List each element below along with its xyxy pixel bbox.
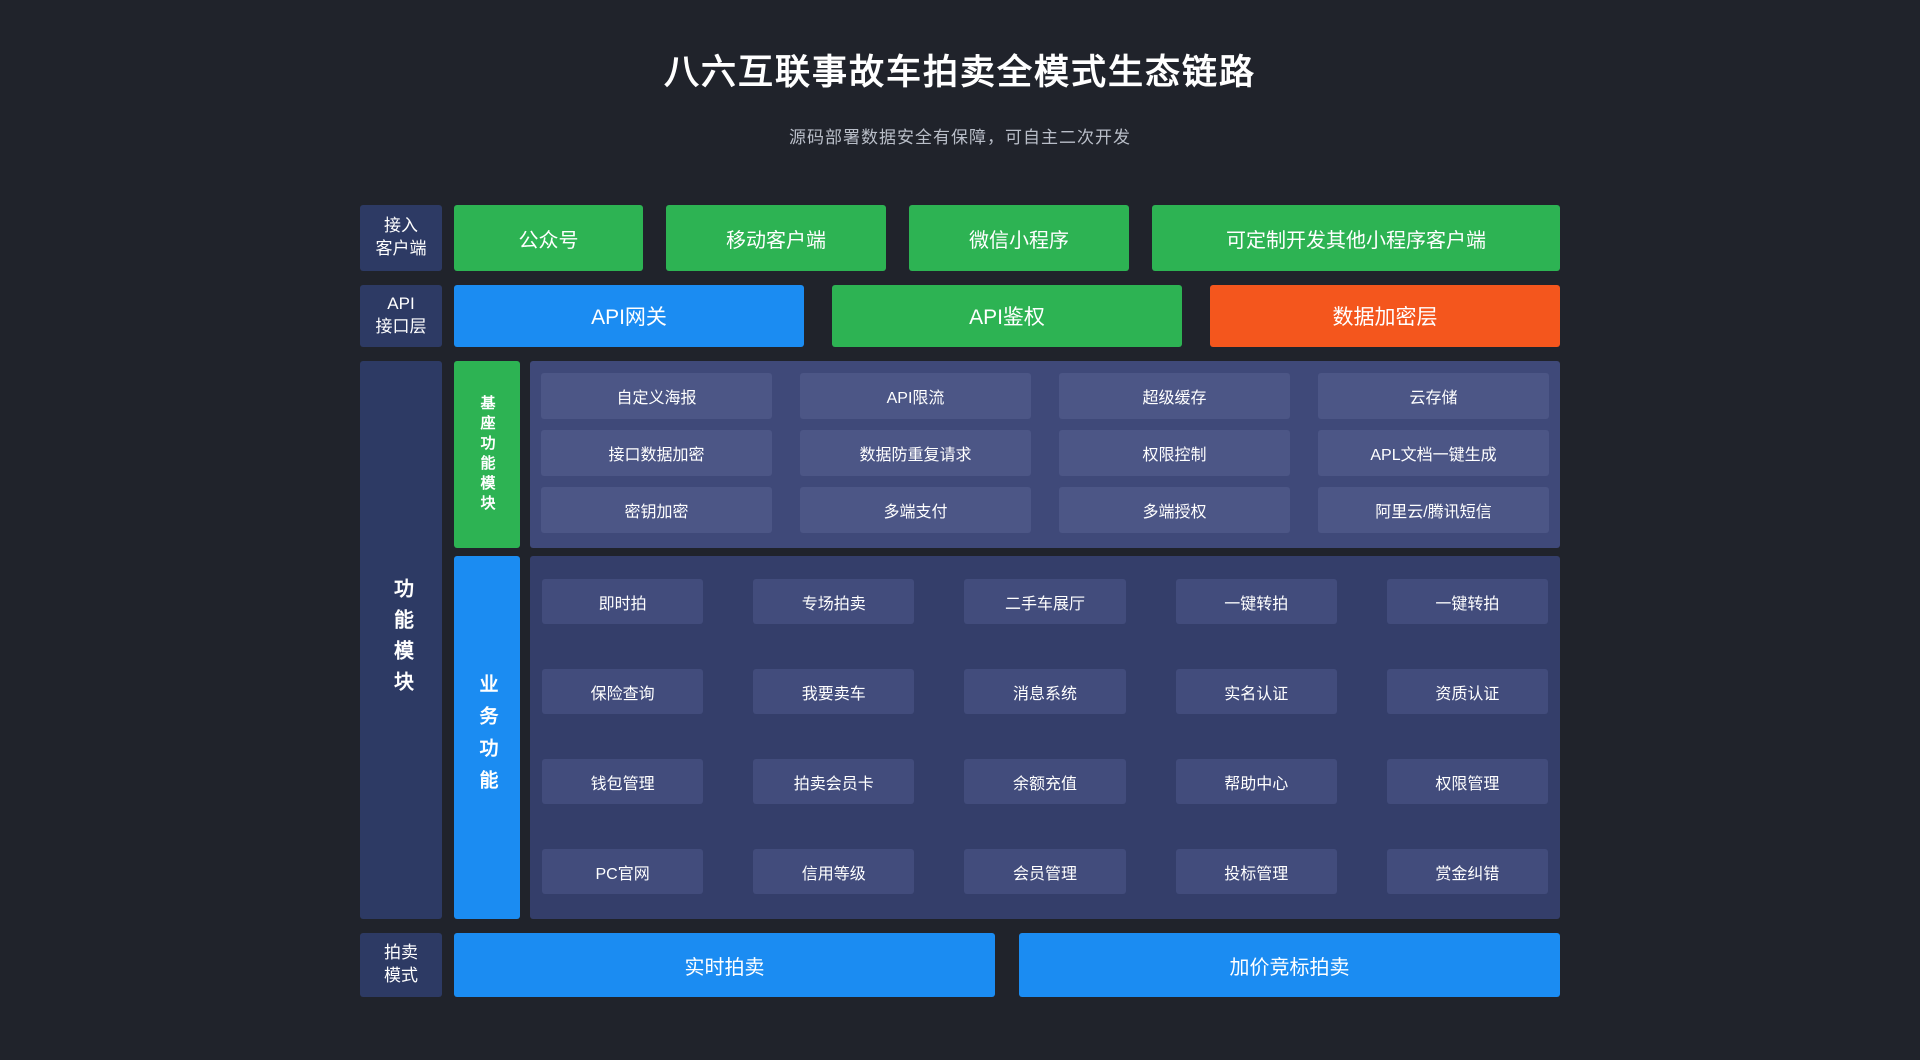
base-module-chip: API限流 — [800, 373, 1031, 419]
node-realtime-auction: 实时拍卖 — [454, 933, 995, 997]
page-subtitle: 源码部署数据安全有保障，可自主二次开发 — [789, 128, 1131, 147]
business-function-chip: 二手车展厅 — [964, 579, 1126, 624]
business-functions-label: 业务功能 — [454, 556, 520, 919]
business-functions-panel: 即时拍 专场拍卖 二手车展厅 一键转拍 一键转拍 保险查询 我要卖车 消息系统 … — [530, 556, 1560, 919]
business-function-chip: PC官网 — [542, 849, 704, 894]
api-layer-row: API 接口层 API网关 API鉴权 数据加密层 — [360, 285, 1560, 347]
client-access-row-label: 接入 客户端 — [360, 205, 442, 271]
client-access-row: 接入 客户端 公众号 移动客户端 微信小程序 可定制开发其他小程序客户端 — [360, 205, 1560, 271]
business-function-chip: 保险查询 — [542, 669, 704, 714]
business-function-chip: 消息系统 — [964, 669, 1126, 714]
base-modules-label: 基座功能模块 — [454, 361, 520, 548]
node-custom-miniprogram-client: 可定制开发其他小程序客户端 — [1152, 205, 1560, 271]
diagram-board: 接入 客户端 公众号 移动客户端 微信小程序 可定制开发其他小程序客户端 API… — [360, 205, 1560, 997]
auction-mode-row-label: 拍卖 模式 — [360, 933, 442, 997]
node-mobile-client: 移动客户端 — [666, 205, 886, 271]
business-function-chip: 信用等级 — [753, 849, 915, 894]
business-functions-label-text: 业务功能 — [476, 673, 498, 802]
node-data-encryption-layer: 数据加密层 — [1210, 285, 1560, 347]
base-module-chip: 自定义海报 — [541, 373, 772, 419]
function-modules-body: 基座功能模块 自定义海报 API限流 超级缓存 云存储 接口数据加密 数据防重复… — [454, 361, 1560, 919]
business-function-chip: 我要卖车 — [753, 669, 915, 714]
client-access-row-label-line1: 接入 — [384, 216, 418, 236]
base-module-chip: 密钥加密 — [541, 487, 772, 533]
business-function-chip: 钱包管理 — [542, 759, 704, 804]
business-function-chip: 资质认证 — [1386, 669, 1548, 714]
base-module-chip: 阿里云/腾讯短信 — [1318, 487, 1549, 533]
base-modules-subsection: 基座功能模块 自定义海报 API限流 超级缓存 云存储 接口数据加密 数据防重复… — [454, 361, 1560, 548]
auction-mode-row-label-line2: 模式 — [384, 966, 418, 985]
base-module-chip: 超级缓存 — [1059, 373, 1290, 419]
auction-mode-row: 拍卖 模式 实时拍卖 加价竞标拍卖 — [360, 933, 1560, 997]
function-modules-label: 功能模块 — [360, 361, 442, 919]
business-function-chip: 帮助中心 — [1175, 759, 1337, 804]
auction-mode-row-label-line1: 拍卖 — [384, 943, 418, 963]
base-module-chip: 多端授权 — [1059, 487, 1290, 533]
node-official-account: 公众号 — [454, 205, 643, 271]
base-modules-label-text: 基座功能模块 — [478, 394, 496, 515]
base-module-chip: 接口数据加密 — [541, 430, 772, 476]
business-function-chip: 实名认证 — [1175, 669, 1337, 714]
business-functions-subsection: 业务功能 即时拍 专场拍卖 二手车展厅 一键转拍 一键转拍 保险查询 我要卖车 … — [454, 556, 1560, 919]
node-bid-up-auction: 加价竞标拍卖 — [1019, 933, 1560, 997]
business-function-chip: 会员管理 — [964, 849, 1126, 894]
node-api-auth: API鉴权 — [832, 285, 1182, 347]
api-layer-row-label-line1: API — [387, 294, 415, 314]
business-function-chip: 专场拍卖 — [753, 579, 915, 624]
node-wechat-miniprogram: 微信小程序 — [909, 205, 1129, 271]
business-function-chip: 拍卖会员卡 — [753, 759, 915, 804]
business-function-chip: 一键转拍 — [1175, 579, 1337, 624]
client-access-row-label-line2: 客户端 — [375, 239, 427, 258]
business-function-chip: 投标管理 — [1175, 849, 1337, 894]
base-module-chip: 数据防重复请求 — [800, 430, 1031, 476]
business-function-chip: 赏金纠错 — [1386, 849, 1548, 894]
business-function-chip: 余额充值 — [964, 759, 1126, 804]
base-module-chip: APL文档一键生成 — [1318, 430, 1549, 476]
business-function-chip: 权限管理 — [1386, 759, 1548, 804]
function-modules-label-text: 功能模块 — [390, 578, 413, 702]
page-title: 八六互联事故车拍卖全模式生态链路 — [663, 53, 1256, 92]
node-api-gateway: API网关 — [454, 285, 804, 347]
function-modules-section: 功能模块 基座功能模块 自定义海报 API限流 超级缓存 云存储 接口数据加密 … — [360, 361, 1560, 919]
business-function-chip: 一键转拍 — [1386, 579, 1548, 624]
base-modules-panel: 自定义海报 API限流 超级缓存 云存储 接口数据加密 数据防重复请求 权限控制… — [530, 361, 1560, 548]
base-module-chip: 权限控制 — [1059, 430, 1290, 476]
business-function-chip: 即时拍 — [542, 579, 704, 624]
base-module-chip: 多端支付 — [800, 487, 1031, 533]
base-module-chip: 云存储 — [1318, 373, 1549, 419]
api-layer-row-label: API 接口层 — [360, 285, 442, 347]
api-layer-row-label-line2: 接口层 — [375, 317, 427, 336]
